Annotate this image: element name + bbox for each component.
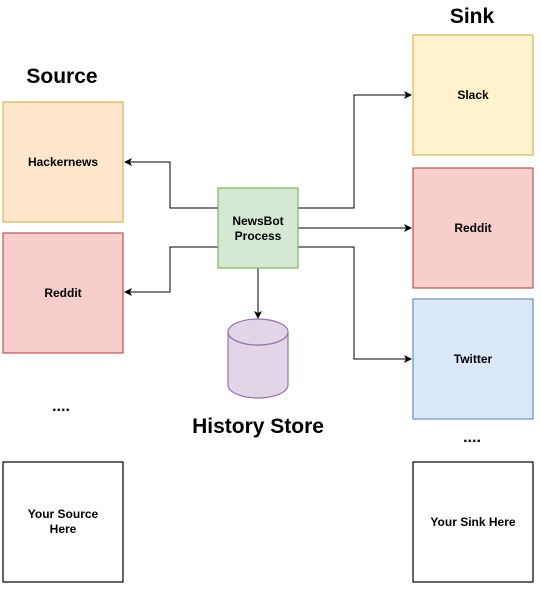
node-twitter-label: Twitter bbox=[454, 352, 493, 366]
node-hackernews: Hackernews bbox=[2, 101, 124, 223]
node-your-sink: Your Sink Here bbox=[412, 461, 534, 583]
source-heading: Source bbox=[26, 65, 97, 88]
node-newsbot-process: NewsBot Process bbox=[217, 187, 299, 269]
node-reddit-source-label: Reddit bbox=[44, 286, 81, 300]
node-reddit-sink: Reddit bbox=[412, 167, 534, 289]
history-store-database-icon bbox=[227, 318, 289, 399]
edge-newsbot-to-twitter bbox=[298, 246, 412, 363]
sink-heading: Sink bbox=[450, 5, 495, 28]
edge-newsbot-to-reddit-source bbox=[124, 246, 218, 296]
node-your-source: Your Source Here bbox=[2, 461, 124, 583]
node-your-source-label-line2: Here bbox=[50, 522, 77, 536]
node-newsbot-label-line1: NewsBot bbox=[232, 214, 283, 228]
node-newsbot-label-line2: Process bbox=[235, 229, 282, 243]
node-slack-label: Slack bbox=[457, 88, 489, 102]
edge-newsbot-to-slack bbox=[298, 91, 412, 209]
node-your-sink-label: Your Sink Here bbox=[430, 515, 515, 529]
node-your-source-label-line1: Your Source bbox=[28, 507, 99, 521]
sink-ellipsis: .... bbox=[463, 429, 481, 446]
node-reddit-source: Reddit bbox=[2, 232, 124, 354]
source-ellipsis: .... bbox=[52, 398, 70, 415]
node-reddit-sink-label: Reddit bbox=[454, 221, 491, 235]
node-twitter: Twitter bbox=[412, 298, 534, 420]
node-hackernews-label: Hackernews bbox=[28, 155, 98, 169]
edge-newsbot-to-hackernews bbox=[124, 158, 218, 209]
history-store-heading: History Store bbox=[192, 415, 324, 438]
node-slack: Slack bbox=[412, 34, 534, 156]
